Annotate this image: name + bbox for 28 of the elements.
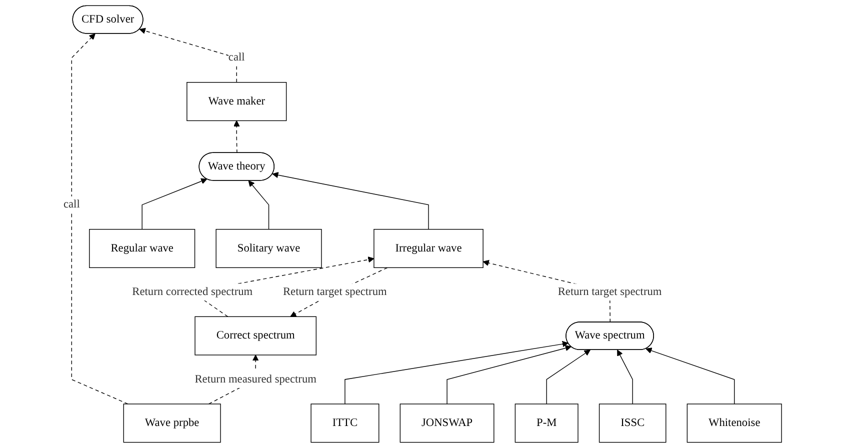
node-box: Irregular wave (374, 228, 484, 268)
edge-label: call (228, 51, 245, 64)
arrow (272, 172, 429, 230)
edge-label: Return target spectrum (282, 286, 387, 298)
node-box: Correct spectrum (194, 316, 317, 356)
edge-label: Return corrected spectrum (132, 286, 253, 298)
node-box: Whitenoise (686, 404, 782, 443)
node-box: Solitary wave (216, 228, 322, 268)
node-box: Regular wave (89, 228, 196, 268)
node-box: P-M (514, 404, 578, 443)
node-box: JONSWAP (400, 404, 494, 443)
node-box: Wave prpbe (123, 404, 221, 443)
edge-label: call (63, 198, 80, 211)
arrow (446, 345, 572, 404)
arrow (234, 120, 240, 154)
node-box: Wave maker (186, 82, 287, 122)
edge-label: Return measured spectrum (194, 373, 316, 386)
arrow (142, 178, 208, 230)
arrow (617, 350, 633, 404)
arrow (344, 340, 568, 404)
arrow (139, 28, 237, 83)
node-box: ISSC (598, 404, 666, 443)
arrow (248, 180, 270, 230)
arrow (71, 33, 128, 404)
node-box: ITTC (310, 404, 380, 443)
arrow (546, 350, 590, 404)
arrow (646, 348, 735, 404)
edge-label: Return target spectrum (558, 286, 662, 298)
